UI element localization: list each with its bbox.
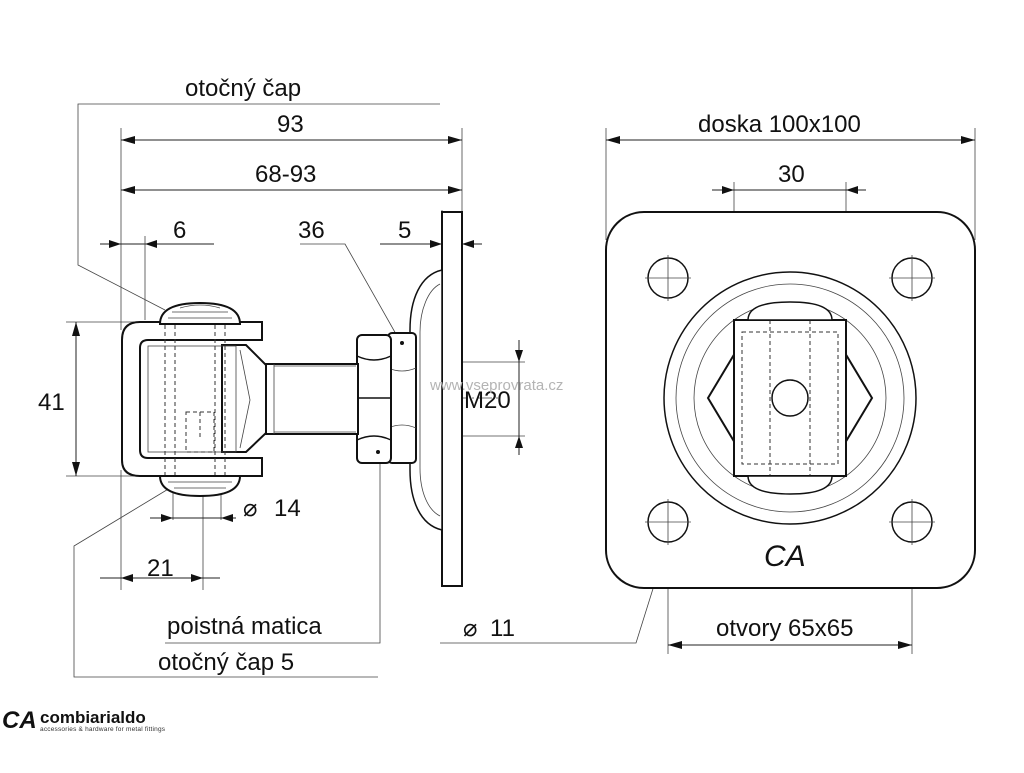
- front-view: CA: [440, 128, 976, 654]
- u-bracket: [121, 318, 263, 482]
- logo-name: combiarialdo: [40, 708, 146, 727]
- label-dim-93: 93: [277, 111, 304, 138]
- label-dia-14: 14: [274, 495, 301, 522]
- label-dim-30: 30: [778, 161, 805, 188]
- side-view: [66, 103, 525, 678]
- label-dim-68-93: 68-93: [255, 161, 316, 188]
- label-otocny-cap-5: otočný čap 5: [158, 649, 294, 676]
- center-bore: [771, 379, 809, 417]
- label-dim-21: 21: [147, 555, 174, 582]
- company-logo: CA combiarialdo accessories & hardware f…: [2, 707, 166, 734]
- bottom-cap: [158, 475, 242, 498]
- label-poistna-matica: poistná matica: [167, 613, 322, 640]
- label-otocny-cap: otočný čap: [185, 75, 301, 102]
- leader-36: [300, 243, 406, 351]
- label-dim-6: 6: [173, 217, 186, 244]
- mounting-holes: [645, 255, 935, 545]
- label-dim-5: 5: [398, 217, 411, 244]
- top-cap: [158, 301, 242, 325]
- logo-tagline: accessories & hardware for metal fitting…: [40, 726, 166, 733]
- side-plate: [441, 211, 463, 587]
- label-dia-11: 11: [490, 615, 515, 642]
- label-dim-36: 36: [298, 217, 325, 244]
- leader-poistna-matica: [165, 440, 381, 644]
- watermark-text: www.vseprovrata.cz: [429, 377, 563, 394]
- leader-otocny-cap-5: [73, 487, 378, 678]
- leader-otocny-cap: [77, 103, 440, 311]
- label-dim-41: 41: [38, 389, 65, 416]
- threaded-shaft: [221, 344, 359, 453]
- boss: [409, 269, 443, 531]
- label-plate: doska 100x100: [698, 111, 861, 138]
- label-holes: otvory 65x65: [716, 615, 853, 642]
- diameter-symbol-11: ⌀: [463, 615, 477, 642]
- label-thread: M20: [464, 387, 511, 414]
- diameter-symbol-14: ⌀: [243, 495, 257, 522]
- plate-logo: CA: [764, 540, 806, 573]
- lock-nut: [356, 332, 417, 464]
- logo-mark: CA: [2, 707, 37, 734]
